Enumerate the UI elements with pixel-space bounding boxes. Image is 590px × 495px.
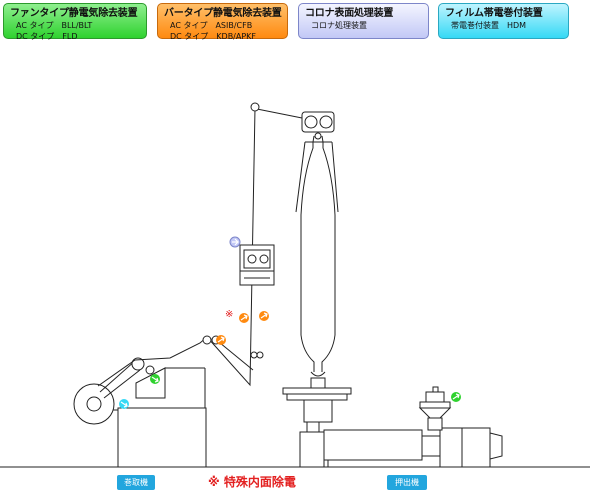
product-markers	[119, 236, 461, 409]
marker-arrow-glyphs	[120, 238, 460, 408]
corona-treatment-button[interactable]: コロナ表面処理装置 コロナ処理装置	[298, 3, 429, 39]
bar-type-ac-line: AC タイプ ASIB/CFB	[170, 21, 253, 30]
winder-label-button[interactable]: 巻取機	[117, 475, 155, 490]
special-inner-discharge-note: ※ 特殊内面除電	[208, 475, 296, 489]
fan-type-ionizer-button[interactable]: ファンタイプ静電気除去装置 AC タイプ BLL/BLT DC タイプ FLD	[3, 3, 147, 41]
fan-type-dc-line: DC タイプ FLD	[16, 32, 78, 41]
corona-line: コロナ処理装置	[311, 21, 367, 30]
fan-type-title: ファンタイプ静電気除去装置	[10, 8, 138, 19]
extruder-machine	[323, 386, 503, 468]
film-pinning-title: フィルム帯電巻付装置	[445, 8, 543, 19]
film-pinning-button[interactable]: フィルム帯電巻付装置 帯電巻付装置 HDM	[438, 3, 569, 39]
fan-type-ac-line: AC タイプ BLL/BLT	[16, 21, 93, 30]
special-marker-glyph: ※	[225, 309, 234, 320]
winder-machine	[73, 357, 207, 468]
bar-type-title: バータイプ静電気除去装置	[164, 8, 282, 19]
film-bubble	[300, 142, 336, 372]
bar-type-dc-line: DC タイプ KDB/APKF	[170, 32, 257, 41]
corona-treater-unit	[239, 244, 275, 286]
corona-title: コロナ表面処理装置	[305, 8, 394, 19]
extruder-label-button[interactable]: 押出機	[387, 475, 427, 490]
nip-roll-tower	[295, 111, 339, 213]
bar-type-ionizer-button[interactable]: バータイプ静電気除去装置 AC タイプ ASIB/CFB DC タイプ KDB/…	[157, 3, 288, 41]
die-and-air-ring	[282, 371, 352, 468]
film-pinning-line: 帯電巻付装置 HDM	[451, 21, 527, 30]
